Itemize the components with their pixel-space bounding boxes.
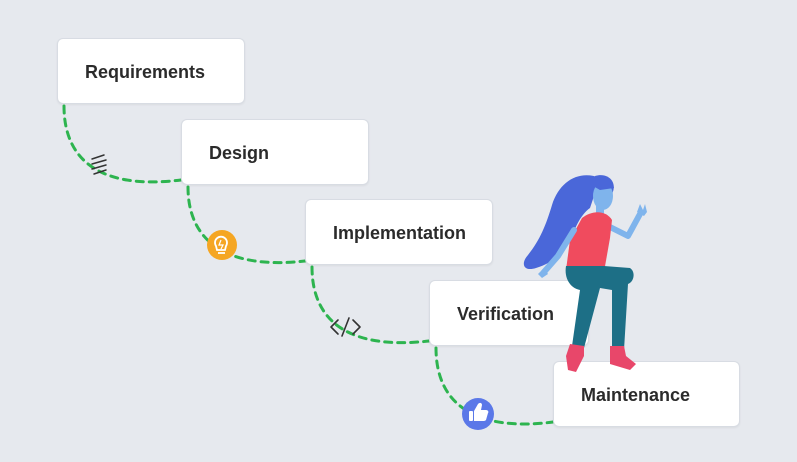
code-brackets-icon (330, 317, 361, 337)
step-requirements: Requirements (57, 38, 245, 104)
right-shoe (610, 346, 636, 370)
step-requirements-label: Requirements (85, 62, 206, 82)
head (593, 182, 613, 210)
step-design-label: Design (209, 143, 270, 163)
left-shoe (566, 344, 584, 372)
lowered-arm (541, 227, 577, 275)
step-maintenance: Maintenance (553, 361, 740, 427)
connector-design-implementation (186, 185, 307, 265)
raised-arm (605, 211, 643, 239)
step-implementation: Implementation (305, 199, 493, 265)
step-maintenance-label: Maintenance (581, 385, 691, 405)
step-design: Design (181, 119, 369, 185)
hair (523, 175, 600, 270)
step-verification-label: Verification (457, 304, 555, 324)
pants (565, 266, 634, 350)
person-illustration (523, 175, 647, 372)
step-implementation-label: Implementation (333, 223, 467, 243)
connector-implementation-verification (310, 265, 431, 345)
connector-requirements-design (62, 104, 183, 184)
document-lines-icon (91, 154, 107, 175)
thumbs-up-icon (462, 398, 494, 430)
shirt (566, 212, 612, 272)
step-verification: Verification (429, 280, 589, 346)
lightbulb-icon (207, 230, 237, 260)
